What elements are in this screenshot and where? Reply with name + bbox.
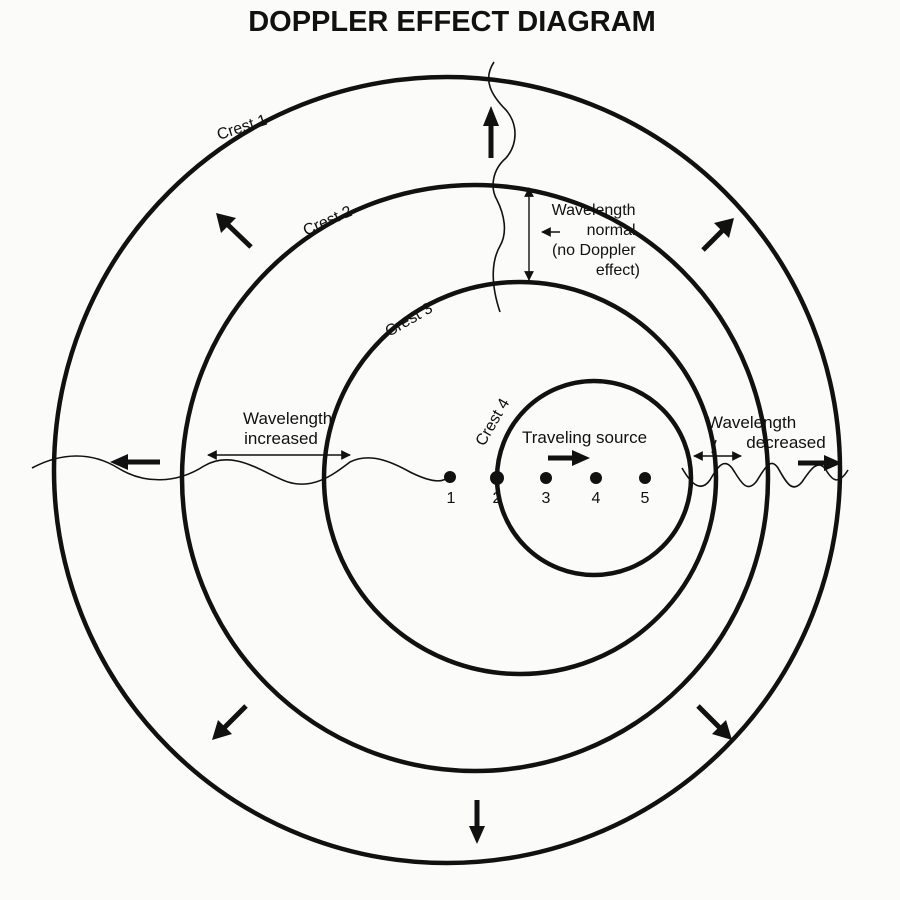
wavelength-normal-line-4: effect) bbox=[596, 262, 640, 279]
arrow-left bbox=[110, 454, 160, 470]
left-wave-increased bbox=[31, 455, 448, 485]
wavelength-decreased-label: Wavelength decreased bbox=[707, 413, 826, 452]
source-position-4 bbox=[590, 472, 602, 484]
source-motion-arrow bbox=[548, 450, 590, 466]
wavelength-normal-line-2: normal bbox=[587, 222, 636, 239]
arrow-right bbox=[798, 455, 842, 471]
position-label-1: 1 bbox=[447, 490, 456, 507]
arrow-down bbox=[469, 800, 485, 844]
arrow-up bbox=[483, 106, 499, 158]
position-label-5: 5 bbox=[641, 490, 650, 507]
source-position-3 bbox=[540, 472, 552, 484]
wavelength-normal-line-1: Wavelength bbox=[552, 202, 636, 219]
top-wave-normal bbox=[488, 61, 516, 313]
crest-1-circle bbox=[51, 74, 843, 866]
crest-3-circle bbox=[321, 279, 719, 677]
arrow-down-left bbox=[212, 704, 248, 740]
right-wave-decreased bbox=[681, 462, 849, 488]
position-label-3: 3 bbox=[542, 490, 551, 507]
crest-1-label: Crest 1 bbox=[215, 112, 269, 144]
wavelength-increased-line-2: increased bbox=[244, 429, 318, 448]
wavelength-increased-label: Wavelength increased bbox=[243, 409, 337, 448]
source-position-1 bbox=[444, 471, 456, 483]
position-label-4: 4 bbox=[592, 490, 601, 507]
wavelength-increased-line-1: Wavelength bbox=[243, 409, 332, 428]
wavelength-decreased-leader bbox=[711, 439, 717, 454]
arrow-down-right bbox=[696, 704, 732, 740]
position-label-2: 2 bbox=[493, 490, 502, 507]
traveling-source-label: Traveling source bbox=[522, 428, 647, 447]
crest-4-label: Crest 4 bbox=[473, 396, 514, 449]
diagram-title: DOPPLER EFFECT DIAGRAM bbox=[248, 6, 656, 38]
propagation-arrows bbox=[110, 106, 842, 844]
crest-2-circle bbox=[179, 182, 771, 774]
wavelength-decreased-line-2: decreased bbox=[746, 433, 825, 452]
arrow-up-right bbox=[701, 218, 734, 252]
source-position-2 bbox=[490, 471, 504, 485]
crest-2-label: Crest 2 bbox=[301, 203, 355, 240]
wavelength-normal-line-3: (no Doppler bbox=[552, 242, 636, 259]
arrow-up-left bbox=[216, 213, 253, 249]
wavelength-decreased-line-1: Wavelength bbox=[707, 413, 796, 432]
crest-3-label: Crest 3 bbox=[383, 300, 436, 341]
source-position-5 bbox=[639, 472, 651, 484]
wavelength-normal-label: Wavelength normal (no Doppler effect) bbox=[552, 202, 640, 279]
